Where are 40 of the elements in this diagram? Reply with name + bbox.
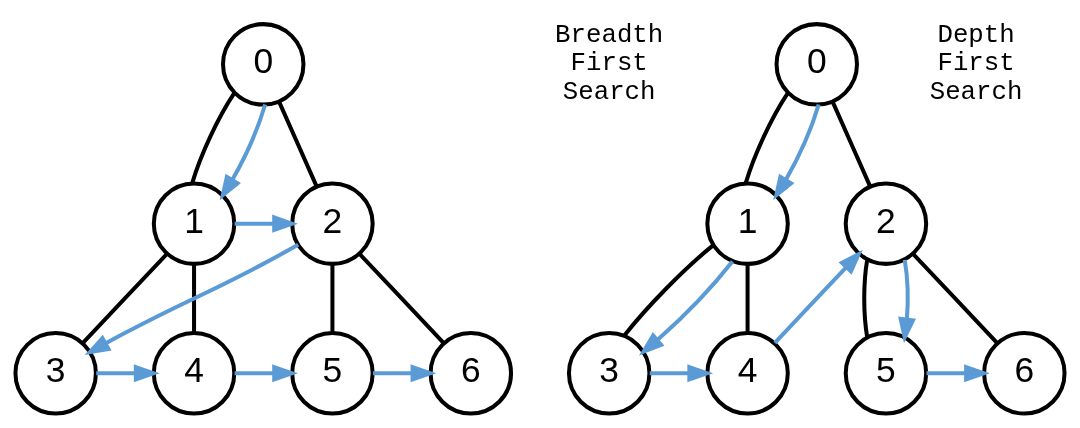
node-circle: 3	[13, 331, 98, 416]
node-circle: 6	[428, 331, 514, 416]
arrow	[373, 364, 437, 383]
arrow	[234, 214, 298, 233]
node-circle: 2	[290, 181, 375, 266]
connector	[190, 92, 236, 184]
arrow	[898, 259, 917, 344]
connector	[277, 101, 319, 188]
arrow	[219, 103, 268, 201]
connector	[743, 92, 790, 184]
node-circle: 4	[151, 331, 237, 416]
connector	[330, 264, 335, 333]
connector	[192, 264, 197, 333]
node-circle: 1	[151, 181, 237, 266]
node-circle: 2	[843, 181, 929, 266]
arrow	[84, 243, 300, 356]
connector	[830, 101, 873, 188]
node-circle: 0	[221, 22, 306, 107]
connector	[862, 259, 870, 338]
node-circle: 0	[774, 22, 859, 107]
arrow	[926, 364, 990, 383]
node-circle: 5	[290, 331, 375, 416]
node-circle: 3	[566, 331, 652, 416]
node-circle: 4	[705, 331, 790, 416]
connector	[358, 252, 445, 345]
node-circle: 6	[982, 331, 1067, 416]
label: Breadth First Search	[555, 20, 664, 108]
arrow	[773, 103, 821, 201]
arrow	[773, 249, 863, 345]
connector	[911, 252, 999, 345]
connector	[81, 252, 169, 345]
arrow	[234, 364, 298, 383]
arrow	[639, 260, 734, 356]
label: Depth First Search	[929, 20, 1023, 108]
node-circle: 5	[843, 331, 929, 416]
connector	[622, 244, 715, 337]
node-circle: 1	[705, 181, 790, 266]
connector	[745, 264, 750, 333]
arrow	[96, 364, 160, 383]
arrow	[649, 364, 714, 383]
